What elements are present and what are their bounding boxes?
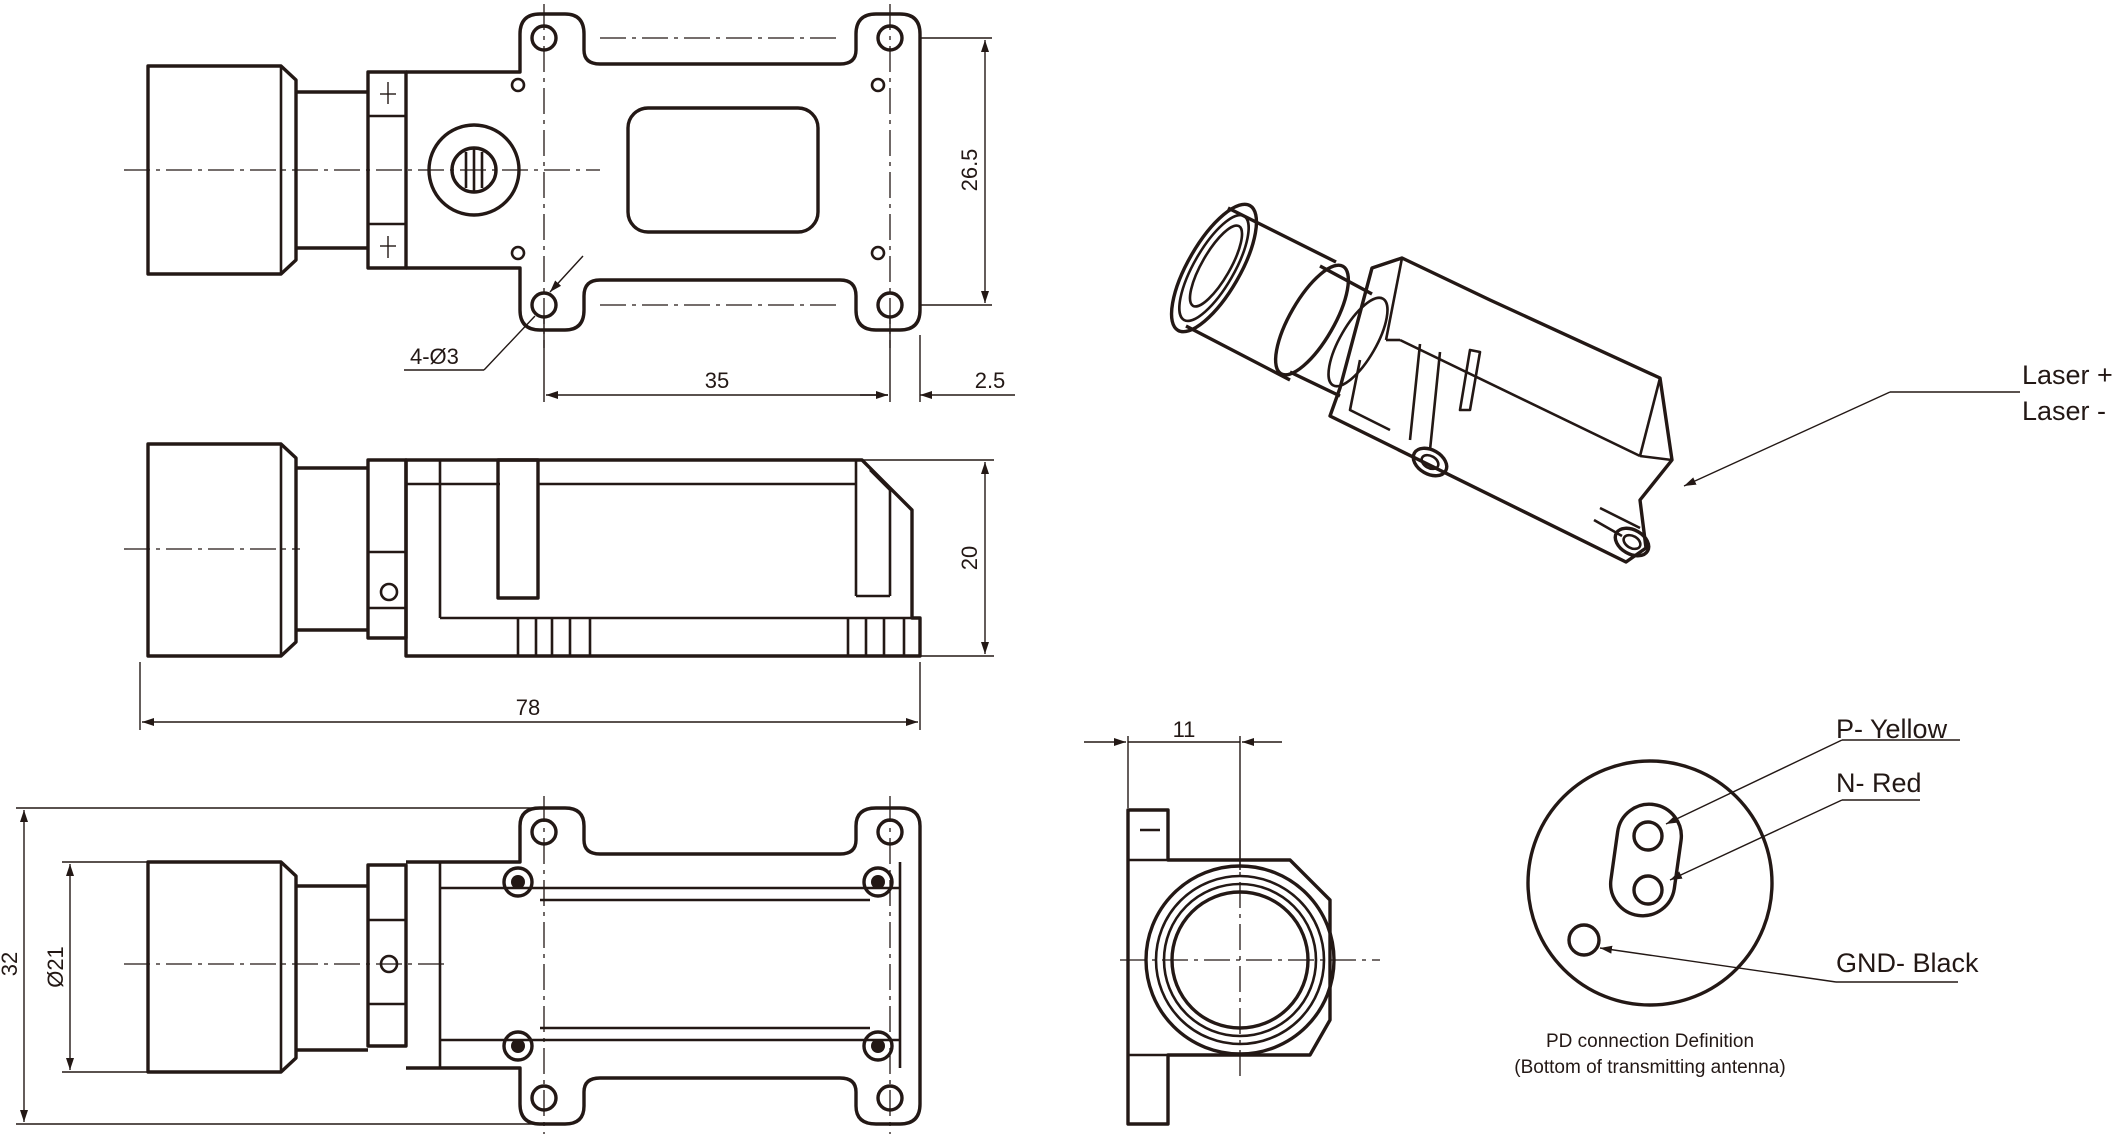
pd-p-pin-label: P- Yellow <box>1836 714 1948 744</box>
pd-gnd-pin-label: GND- Black <box>1836 948 1979 978</box>
pd-n-pin-label: N- Red <box>1836 768 1922 798</box>
pd-caption-line1: PD connection Definition <box>1546 1031 1754 1052</box>
dim-overall-length: 78 <box>516 695 540 720</box>
pd-connector-diagram <box>1526 739 1960 1007</box>
dim-hole-offset: 2.5 <box>975 368 1006 393</box>
pd-caption-line2: (Bottom of transmitting antenna) <box>1514 1057 1785 1078</box>
isometric-view <box>1169 202 2020 564</box>
top-view <box>124 4 922 348</box>
side-view <box>124 442 922 658</box>
dim-hole-pitch: 35 <box>705 368 729 393</box>
top-view-dimensions: 26.5 35 2.5 4-Ø3 <box>404 37 1015 402</box>
bottom-view-dimensions: 32 Ø21 <box>0 807 544 1125</box>
dim-overall-width: 32 <box>0 952 22 976</box>
laser-negative-label: Laser - <box>2022 396 2106 426</box>
dim-end-width: 11 <box>1173 717 1196 742</box>
bottom-view <box>124 796 922 1134</box>
dim-hole-callout: 4-Ø3 <box>410 344 459 369</box>
side-view-dimensions: 20 78 <box>139 459 994 730</box>
dim-lens-diameter: Ø21 <box>43 946 68 988</box>
dim-height-side: 20 <box>957 546 982 570</box>
laser-positive-label: Laser + <box>2022 360 2113 390</box>
end-view: 11 <box>1084 717 1380 1126</box>
dim-height-top: 26.5 <box>957 149 982 192</box>
